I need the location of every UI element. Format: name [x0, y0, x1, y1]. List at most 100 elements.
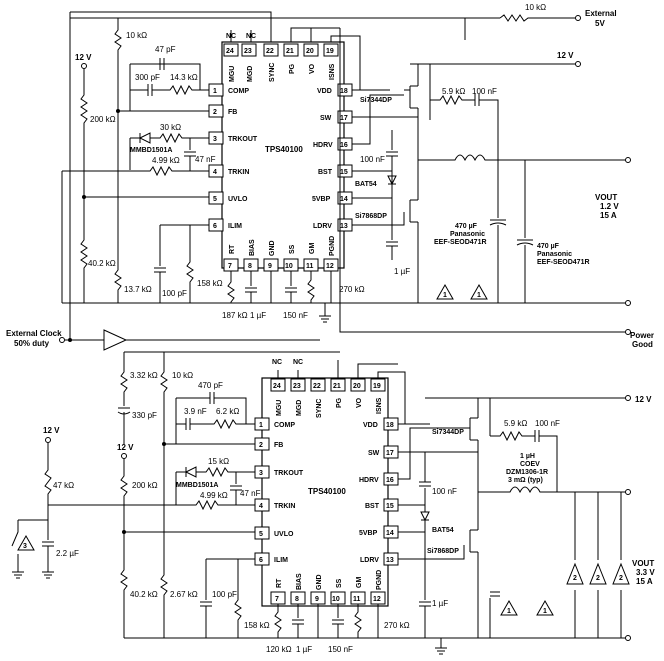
ind-val-label: 1 µH	[520, 453, 535, 460]
v12-left-label: 12 V	[75, 53, 92, 62]
b-pin-6: 6	[259, 557, 263, 564]
power-good-wire	[339, 28, 625, 333]
b-pin-15: 15	[386, 503, 394, 510]
pin-8: 8	[248, 263, 252, 270]
c2u2-label: 2.2 µF	[56, 549, 79, 558]
vout-top-v: 1.2 V	[600, 202, 619, 211]
c3n9-label: 3.9 nF	[184, 407, 207, 416]
lo-fet	[409, 190, 419, 303]
c150n-capacitor	[285, 271, 297, 303]
pin-5: 5	[213, 196, 217, 203]
ldrv-wire	[352, 212, 405, 226]
pin-name-mgd: MGD	[247, 66, 254, 82]
bottom-r158k	[234, 559, 242, 638]
v12-a-terminal	[45, 437, 51, 443]
bat54-diode	[387, 175, 397, 186]
bottom-inductor	[478, 486, 625, 494]
b-pin-3: 3	[259, 470, 263, 477]
mmbd1501a-diode-r30k	[130, 132, 209, 144]
r47k-label: 47 kΩ	[53, 481, 74, 490]
v12-a-label: 12 V	[43, 426, 60, 435]
note-1-bottom-b: 1	[543, 608, 547, 615]
c100p-label: 100 pF	[162, 289, 187, 298]
r270k-resistor	[307, 271, 315, 303]
bottom-r200k-label: 200 kΩ	[132, 481, 158, 490]
pin-13: 13	[340, 223, 348, 230]
pin-4: 4	[213, 169, 217, 176]
pin-name-trkout: TRKOUT	[228, 136, 258, 143]
hi-fet	[404, 64, 419, 190]
v12-left-terminal	[81, 63, 87, 69]
bottom-c100p	[200, 558, 255, 638]
r10k-left-label: 10 kΩ	[126, 31, 147, 40]
vdd-sw-wires	[352, 89, 418, 118]
pin-name-ldrv: LDRV	[313, 223, 332, 230]
bat54-label: BAT54	[355, 181, 377, 188]
junction-dot	[82, 195, 86, 199]
pin-1: 1	[213, 88, 217, 95]
pin-name-5vbp: 5VBP	[312, 196, 331, 203]
duty-label: 50% duty	[14, 339, 50, 348]
note-2-c: 2	[619, 575, 623, 582]
bottom-r40k2-label: 40.2 kΩ	[130, 590, 158, 599]
middle-section: External Clock 50% duty Power Good	[6, 12, 654, 351]
bottom-si7344dp-label: Si7344DP	[432, 429, 464, 436]
r158k-label: 158 kΩ	[197, 279, 223, 288]
r10k-top-label: 10 kΩ	[525, 3, 546, 12]
power-label: Power	[630, 331, 654, 340]
r6k2-label: 6.2 kΩ	[216, 407, 239, 416]
clock-vertical	[61, 12, 71, 340]
b-pin-name-5vbp: 5VBP	[359, 530, 378, 537]
b-pin-name-pgnd: PGND	[376, 570, 383, 590]
c47n-capacitor	[184, 138, 196, 171]
r4k99-resistor	[130, 165, 209, 177]
pin-15: 15	[340, 169, 348, 176]
b-pin-8: 8	[295, 596, 299, 603]
b-pin-name-comp: COMP	[274, 422, 295, 429]
pin-20: 20	[306, 48, 314, 55]
b-pin-5: 5	[259, 531, 263, 538]
c300p-r14k3-series	[130, 84, 209, 96]
pin-name-sw: SW	[320, 115, 332, 122]
v12-bottom-label: 12 V	[635, 395, 652, 404]
b-nc-1: NC	[272, 359, 282, 366]
pin-17: 17	[340, 115, 348, 122]
pin-23: 23	[244, 48, 252, 55]
bottom-diode-label: MMBD1501A	[176, 482, 218, 489]
switch	[11, 519, 48, 579]
pin-10: 10	[285, 263, 293, 270]
ind-mfr-label: COEV	[520, 461, 540, 468]
pin-16: 16	[340, 142, 348, 149]
b-pin-12: 12	[373, 596, 381, 603]
note-1-bottom-a: 1	[507, 608, 511, 615]
bottom-ldrv	[398, 545, 465, 560]
pin-24: 24	[226, 48, 234, 55]
c1u-bias-capacitor	[245, 271, 257, 303]
pin-name-bst: BST	[318, 169, 333, 176]
b-pin-16: 16	[386, 477, 394, 484]
bottom-r4k99	[48, 472, 255, 511]
top-ic-body	[221, 41, 345, 269]
r13k7-label: 13.7 kΩ	[124, 285, 152, 294]
bottom-r270k-label: 270 kΩ	[384, 621, 410, 630]
pin-name-bias: BIAS	[249, 239, 256, 256]
r200k-label: 200 kΩ	[90, 115, 116, 124]
cap2-val: 470 µF	[537, 243, 560, 250]
bottom-ground-terminal	[625, 635, 631, 641]
cap1-pn: EEF-SEOD471R	[434, 239, 487, 246]
ext-clock-label: External Clock	[6, 329, 62, 338]
pin-name-rt: RT	[229, 244, 236, 254]
ext-label: External	[585, 9, 617, 18]
c470p-label: 470 pF	[198, 381, 223, 390]
cap1-mfr: Panasonic	[450, 231, 485, 238]
note-3-label: 3	[23, 543, 27, 550]
r14k3-label: 14.3 kΩ	[170, 73, 198, 82]
sync-wire-bottom	[123, 351, 340, 362]
gnd-wires	[270, 271, 332, 316]
b-pin-name-rt: RT	[276, 578, 283, 588]
c150n-label: 150 nF	[283, 311, 308, 320]
v12-b-terminal	[121, 453, 127, 459]
v12-bottom-terminal	[625, 395, 631, 401]
pin-9: 9	[268, 263, 272, 270]
